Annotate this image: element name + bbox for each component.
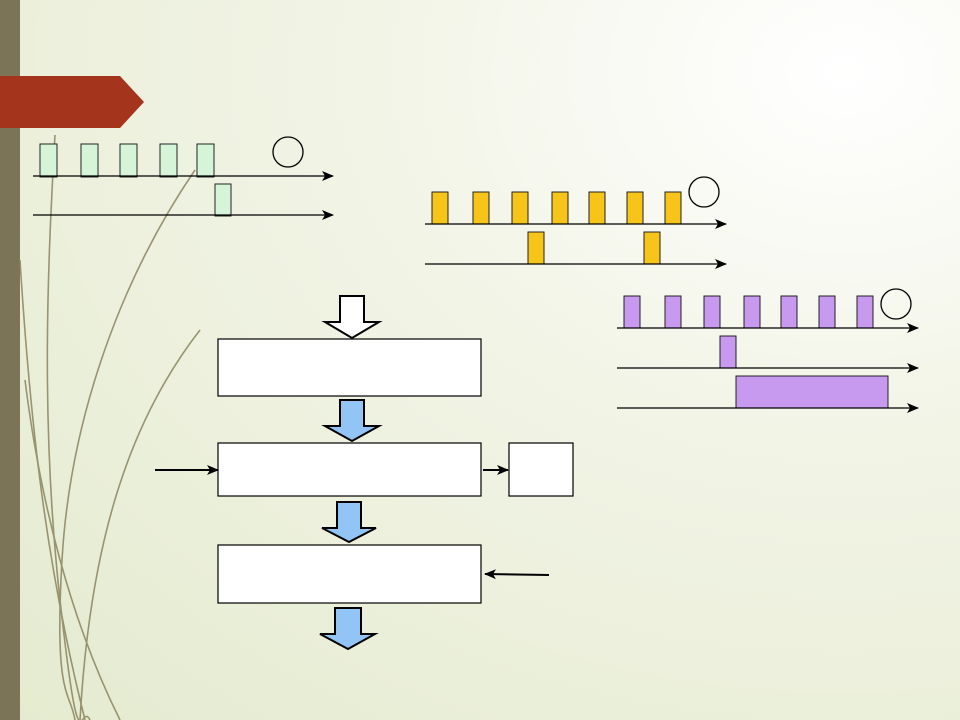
timing-diagram-a <box>33 136 334 220</box>
flowchart <box>155 295 574 651</box>
pulse <box>588 191 606 225</box>
pulse <box>431 191 449 225</box>
marker-circle-b <box>688 176 720 208</box>
pulse <box>626 191 644 225</box>
pulse <box>743 295 761 329</box>
process-block-2-label <box>218 443 481 496</box>
process-block-3 <box>217 544 482 604</box>
marker-label-b <box>689 177 719 207</box>
pulse <box>527 231 545 265</box>
marker-label-a <box>273 137 303 167</box>
long-pulse <box>735 375 889 409</box>
pulse <box>703 295 721 329</box>
block-arrow-in <box>321 295 383 340</box>
process-block-2 <box>217 442 482 497</box>
pulse <box>664 191 682 225</box>
decorative-stems <box>19 134 201 720</box>
pulse <box>780 295 798 329</box>
pulse <box>818 295 836 329</box>
pulse <box>159 143 178 178</box>
pulse <box>214 183 232 217</box>
block-arrow-out <box>319 607 379 651</box>
side-block <box>508 442 574 497</box>
side-block-label <box>509 443 573 496</box>
block-arrow-1-2 <box>321 399 383 443</box>
yellow-pulse-row <box>431 191 682 225</box>
purple-pulse-row <box>623 295 874 329</box>
pulse <box>511 191 529 225</box>
marker-circle-c <box>880 288 912 320</box>
pulse <box>719 335 737 369</box>
timing-diagram-c <box>617 288 919 413</box>
process-block-3-label <box>218 545 481 603</box>
title-banner-shape <box>0 76 144 128</box>
pulse <box>39 143 58 178</box>
pulse <box>856 295 874 329</box>
marker-circle-a <box>272 136 304 168</box>
process-block-1 <box>217 338 482 397</box>
input-right-arrow <box>484 569 550 580</box>
pulse <box>551 191 569 225</box>
pulse <box>196 143 215 178</box>
block-arrow-2-3 <box>321 501 377 544</box>
slide-title <box>0 76 144 128</box>
pulse <box>472 191 490 225</box>
marker-label-c <box>881 289 911 319</box>
timing-diagram-b <box>425 176 727 269</box>
left-accent-bar <box>0 0 20 720</box>
pulse <box>643 231 661 265</box>
pulse <box>623 295 641 329</box>
pulse <box>664 295 682 329</box>
pulse <box>80 143 99 178</box>
process-block-1-label <box>218 339 481 396</box>
pulse <box>119 143 138 178</box>
green-pulse-row <box>39 143 215 178</box>
